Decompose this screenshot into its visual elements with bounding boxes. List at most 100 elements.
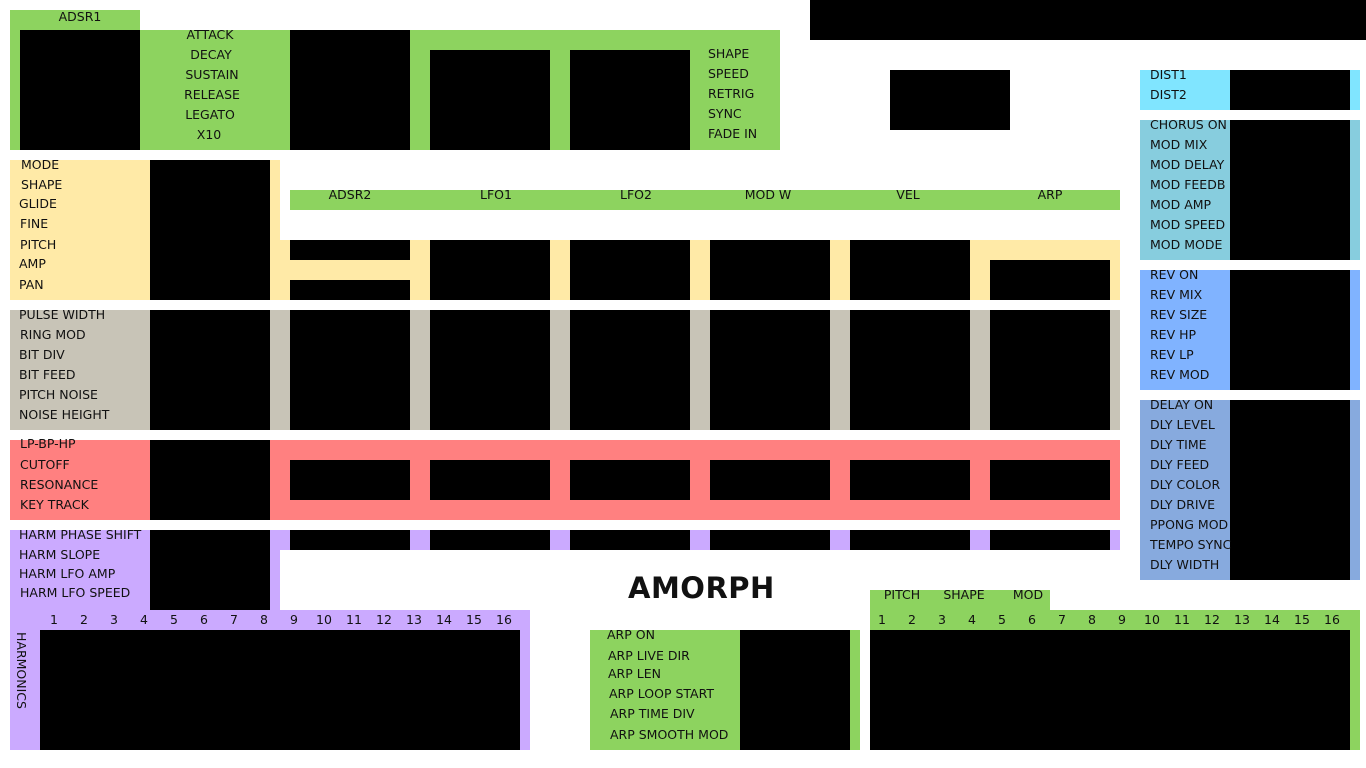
lfo-param-label: SHAPE — [708, 46, 750, 61]
arp-sequencer-grid[interactable] — [870, 630, 1350, 750]
arp-param-label: ARP SMOOTH MOD — [610, 727, 729, 742]
reverb-knob-area[interactable] — [1230, 270, 1350, 390]
mod-source-header: ADSR2 LFO1 LFO2 MOD W VEL ARP — [290, 187, 1120, 210]
delay-param-label: TEMPO SYNC — [1150, 537, 1232, 552]
osc-param-label: GLIDE — [19, 196, 57, 211]
adsr1-knob-area[interactable] — [290, 30, 410, 150]
character-param-label: BIT DIV — [19, 347, 65, 362]
character-param-label: PULSE WIDTH — [19, 307, 106, 322]
character-knob-area[interactable] — [150, 310, 270, 430]
mod-slot-lfo2[interactable] — [570, 310, 690, 430]
reverb-param-label: REV MIX — [1150, 287, 1203, 302]
arp-panel: ARP ON ARP LIVE DIR ARP LEN ARP LOOP STA… — [590, 627, 860, 750]
arp-param-label: ARP ON — [607, 627, 655, 642]
mod-source-vel[interactable]: VEL — [896, 187, 920, 202]
mod-slot-arp[interactable] — [990, 310, 1110, 430]
arp-tab-pitch[interactable]: PITCH — [883, 587, 921, 602]
harm-knob-area[interactable] — [150, 530, 270, 610]
mod-source-lfo2[interactable]: LFO2 — [620, 187, 652, 202]
mod-slot-modw[interactable] — [710, 460, 830, 500]
arp-tab-shape[interactable]: SHAPE — [943, 587, 985, 602]
lfo-param-label: SYNC — [708, 106, 742, 121]
arp-step-number: 9 — [1118, 612, 1126, 627]
dist-param-label: DIST2 — [1150, 87, 1187, 102]
harm-param-label: HARM LFO AMP — [19, 566, 116, 581]
mod-slot-arp[interactable] — [990, 460, 1110, 500]
reverb-param-label: REV SIZE — [1150, 307, 1208, 322]
harmonic-step-number: 5 — [170, 612, 178, 627]
arp-tab-mod[interactable]: MOD — [1012, 587, 1044, 602]
mod-slot-vel[interactable] — [850, 240, 970, 300]
arp-param-label: ARP LIVE DIR — [608, 648, 690, 663]
filter-param-label: RESONANCE — [20, 477, 99, 492]
harmonic-step-number: 9 — [290, 612, 298, 627]
mod-slot-adsr2[interactable] — [290, 460, 410, 500]
mod-slot-arp[interactable] — [990, 260, 1110, 300]
mod-slot-lfo1[interactable] — [430, 240, 550, 300]
mod-slot-adsr2[interactable] — [290, 530, 410, 550]
harmonic-step-number: 3 — [110, 612, 118, 627]
mod-slot-lfo2[interactable] — [570, 530, 690, 550]
dist-knob-area[interactable] — [1230, 70, 1350, 110]
mod-slot-vel[interactable] — [850, 530, 970, 550]
mod-slot-lfo1[interactable] — [430, 310, 550, 430]
adsr1-param-label: DECAY — [190, 47, 232, 62]
osc-param-label: FINE — [20, 216, 49, 231]
mod-slot-lfo2[interactable] — [570, 240, 690, 300]
lfo1-display[interactable] — [430, 50, 550, 150]
mod-slot-modw[interactable] — [710, 530, 830, 550]
mod-slot-vel[interactable] — [850, 460, 970, 500]
osc-param-label: AMP — [19, 256, 46, 271]
mod-slot-modw[interactable] — [710, 310, 830, 430]
arp-knob-area[interactable] — [740, 630, 850, 750]
arp-step-number: 4 — [968, 612, 976, 627]
mod-slot-lfo2[interactable] — [570, 460, 690, 500]
mod-slot-adsr2[interactable] — [290, 310, 410, 430]
mod-slot-lfo1[interactable] — [430, 460, 550, 500]
reverb-param-label: REV MOD — [1150, 367, 1210, 382]
mod-source-adsr2[interactable]: ADSR2 — [328, 187, 372, 202]
adsr1-panel: ATTACK DECAY SUSTAIN RELEASE LEGATO X10 — [10, 28, 410, 150]
harmonic-step-number: 6 — [200, 612, 208, 627]
arp-step-number: 12 — [1204, 612, 1220, 627]
adsr1-tab[interactable]: ADSR1 — [10, 10, 140, 30]
delay-param-label: DLY WIDTH — [1150, 557, 1220, 572]
preset-bar[interactable] — [810, 0, 1366, 40]
harmonics-editor[interactable] — [40, 630, 520, 750]
mod-source-lfo1[interactable]: LFO1 — [480, 187, 512, 202]
harm-panel: HARM PHASE SHIFT HARM SLOPE HARM LFO AMP… — [10, 528, 280, 610]
reverb-param-label: REV HP — [1150, 327, 1197, 342]
arp-step-number: 16 — [1324, 612, 1340, 627]
mod-slot-vel[interactable] — [850, 310, 970, 430]
delay-param-label: PPONG MOD — [1150, 517, 1229, 532]
osc-knob-area[interactable] — [150, 160, 270, 300]
mod-source-modw[interactable]: MOD W — [744, 187, 792, 202]
mod-source-arp[interactable]: ARP — [1037, 187, 1063, 202]
chorus-knob-area[interactable] — [1230, 120, 1350, 260]
mod-matrix-osc-row — [270, 240, 1120, 300]
mod-slot-adsr2-top[interactable] — [290, 240, 410, 260]
harmonic-step-number: 8 — [260, 612, 268, 627]
osc-param-label: SHAPE — [21, 177, 63, 192]
delay-param-label: DLY FEED — [1150, 457, 1210, 472]
reverb-param-label: REV LP — [1150, 347, 1194, 362]
lfo-param-label: RETRIG — [708, 86, 755, 101]
mod-slot-modw[interactable] — [710, 240, 830, 300]
delay-param-label: DLY LEVEL — [1150, 417, 1215, 432]
adsr1-envelope-display[interactable] — [20, 30, 140, 150]
delay-knob-area[interactable] — [1230, 400, 1350, 580]
mod-slot-arp[interactable] — [990, 530, 1110, 550]
arp-step-number: 1 — [878, 612, 886, 627]
mod-slot-lfo1[interactable] — [430, 530, 550, 550]
harmonic-step-number: 15 — [466, 612, 482, 627]
dist-param-label: DIST1 — [1150, 67, 1187, 82]
adsr1-title: ADSR1 — [58, 9, 102, 24]
lfo2-display[interactable] — [570, 50, 690, 150]
mod-slot-adsr2-bottom[interactable] — [290, 280, 410, 300]
harmonic-step-number: 2 — [80, 612, 88, 627]
filter-knob-area[interactable] — [150, 440, 270, 520]
